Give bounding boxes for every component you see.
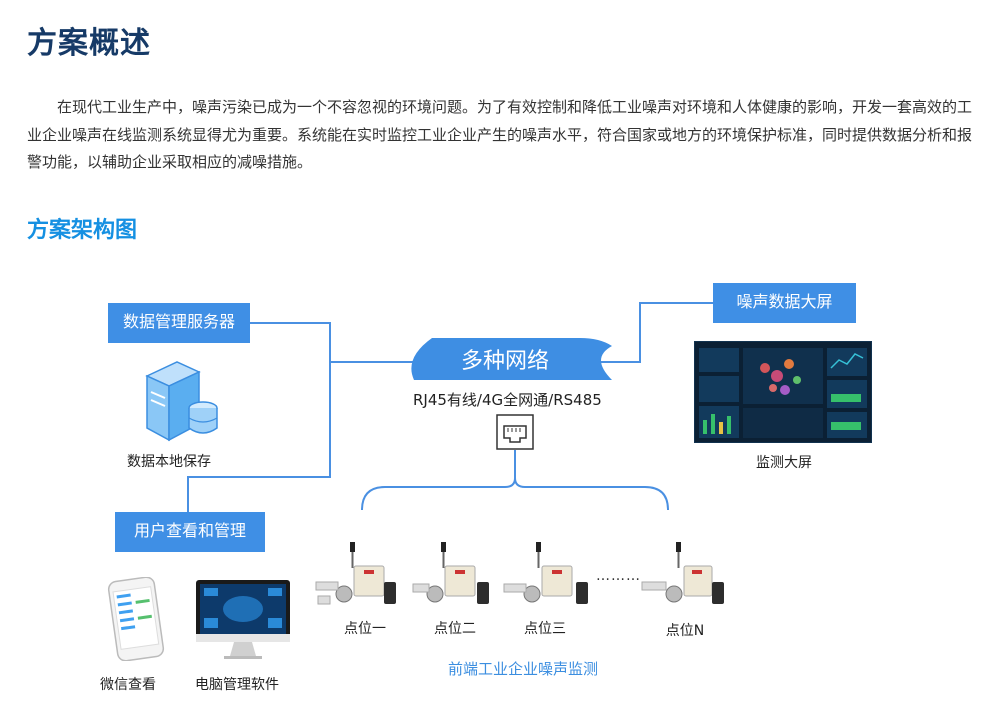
network-cloud-icon [411, 338, 612, 380]
screen-label: 监测大屏 [756, 455, 812, 471]
screen-box: 噪声数据大屏 [713, 283, 856, 323]
network-label: 多种网络 [460, 349, 549, 374]
local-storage-label: 数据本地保存 [127, 454, 211, 470]
noise-sensor-icon-3 [503, 542, 588, 604]
server-box: 数据管理服务器 [108, 303, 250, 343]
station-label-n: 点位N [665, 623, 705, 639]
ellipsis: ……… [596, 568, 641, 584]
dashboard-screen-image [694, 341, 872, 443]
user-box: 用户查看和管理 [115, 512, 265, 552]
station-label-1: 点位一 [344, 621, 386, 637]
wechat-label: 微信查看 [100, 677, 156, 693]
intro-paragraph: 在现代工业生产中，噪声污染已成为一个不容忽视的环境问题。为了有效控制和降低工业噪… [27, 98, 973, 171]
noise-sensor-icon-2 [412, 542, 489, 604]
noise-sensor-icon-4 [641, 542, 724, 604]
station-label-3: 点位三 [524, 621, 566, 637]
station-label-2: 点位二 [434, 621, 476, 637]
noise-sensor-icon-1 [315, 542, 396, 605]
protocols-label: RJ45有线/4G全网通/RS485 [413, 391, 602, 409]
server-icon [145, 361, 218, 442]
ethernet-port-icon [496, 414, 534, 450]
section-subtitle: 方案架构图 [27, 218, 138, 243]
front-monitoring-label: 前端工业企业噪声监测 [448, 660, 599, 678]
pc-software-label: 电脑管理软件 [195, 677, 279, 693]
monitor-icon [196, 580, 290, 659]
page-title: 方案概述 [27, 26, 151, 61]
phone-icon [107, 577, 165, 661]
